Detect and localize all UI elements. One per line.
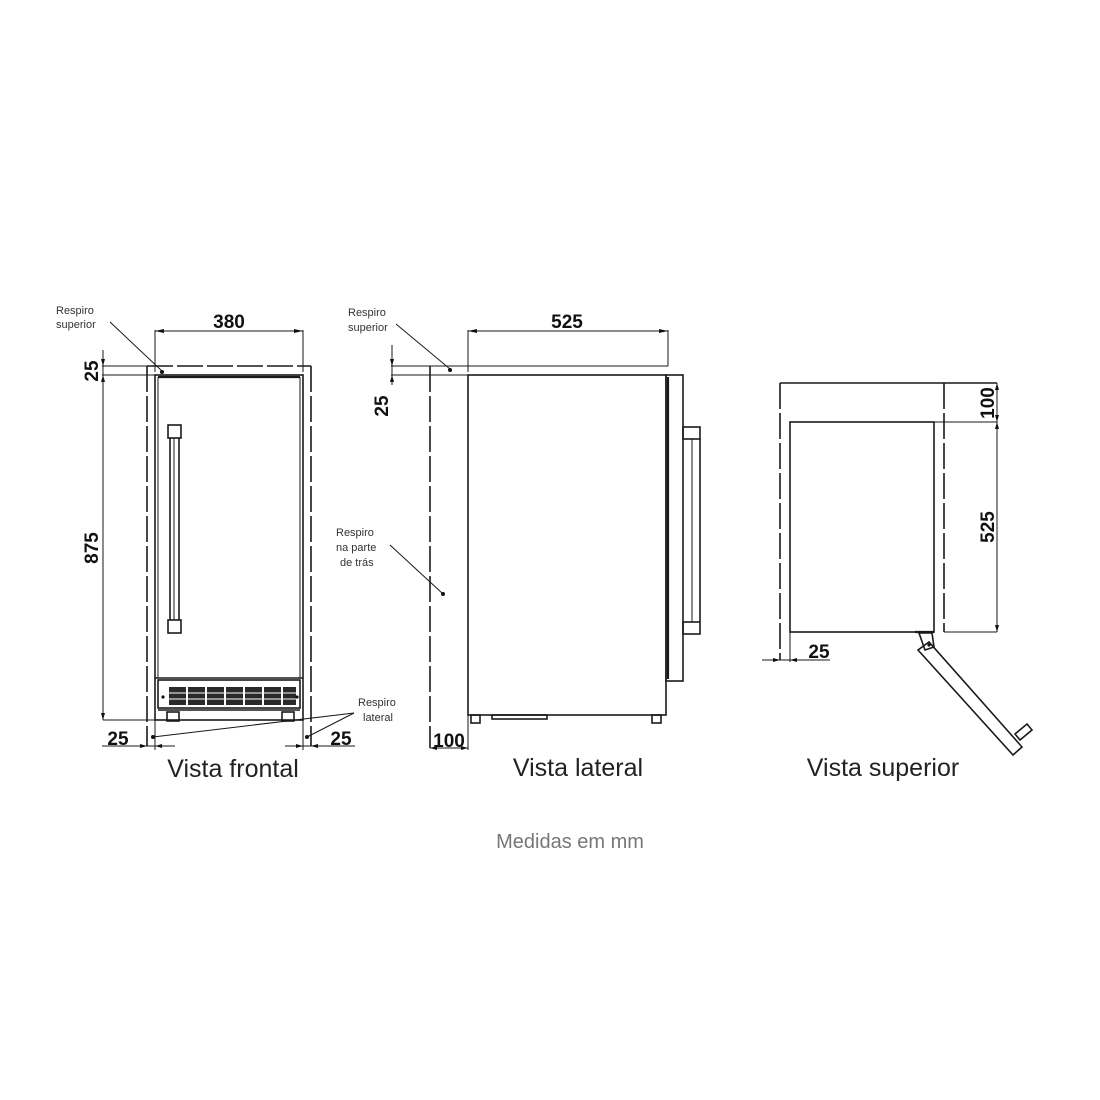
dim-top-depth: 525: [978, 511, 999, 543]
dim-front-top-clearance: 25: [82, 360, 103, 382]
units-note: Medidas em mm: [496, 831, 644, 853]
side-view: 525 25 100 Respiro superior Respiro na p…: [336, 307, 701, 782]
front-body: [154, 374, 304, 721]
dim-front-right-clearance: 25: [330, 729, 352, 750]
note-top-vent-side: Respiro: [348, 307, 386, 319]
caption-top-view: Vista superior: [807, 754, 959, 782]
note-rear-vent: Respiro: [336, 527, 374, 539]
dim-front-left-clearance: 25: [107, 729, 129, 750]
dim-top-side-clearance: 25: [808, 642, 830, 663]
note-side-vent: Respiro: [358, 697, 396, 709]
top-view: 100 525 25 Vista superior: [762, 382, 1034, 782]
note-top-vent-front: Respiro: [56, 305, 94, 317]
door-handle-front: [167, 424, 182, 634]
note-top-vent-side-2: superior: [348, 322, 388, 334]
note-rear-vent-3: de trás: [340, 557, 374, 569]
note-top-vent-front-2: superior: [56, 319, 96, 331]
dim-front-width: 380: [213, 312, 245, 333]
side-body: [467, 374, 667, 716]
open-door-top: [915, 630, 1034, 757]
dim-side-rear-clearance: 100: [433, 731, 465, 752]
ventilation-grille: [157, 679, 301, 709]
note-rear-vent-2: na parte: [336, 542, 376, 554]
caption-front-view: Vista frontal: [167, 755, 299, 783]
caption-side-view: Vista lateral: [513, 754, 643, 782]
front-view: 380 25 875 25 25 Respiro superior Respir…: [56, 305, 396, 783]
dim-front-height: 875: [82, 532, 103, 564]
dim-side-top-clearance: 25: [372, 395, 393, 417]
note-side-vent-2: lateral: [363, 712, 393, 724]
door-handle-side: [682, 426, 701, 635]
dim-side-depth: 525: [551, 312, 583, 333]
top-body: [789, 421, 935, 633]
dim-top-rear-clearance: 100: [978, 387, 999, 419]
